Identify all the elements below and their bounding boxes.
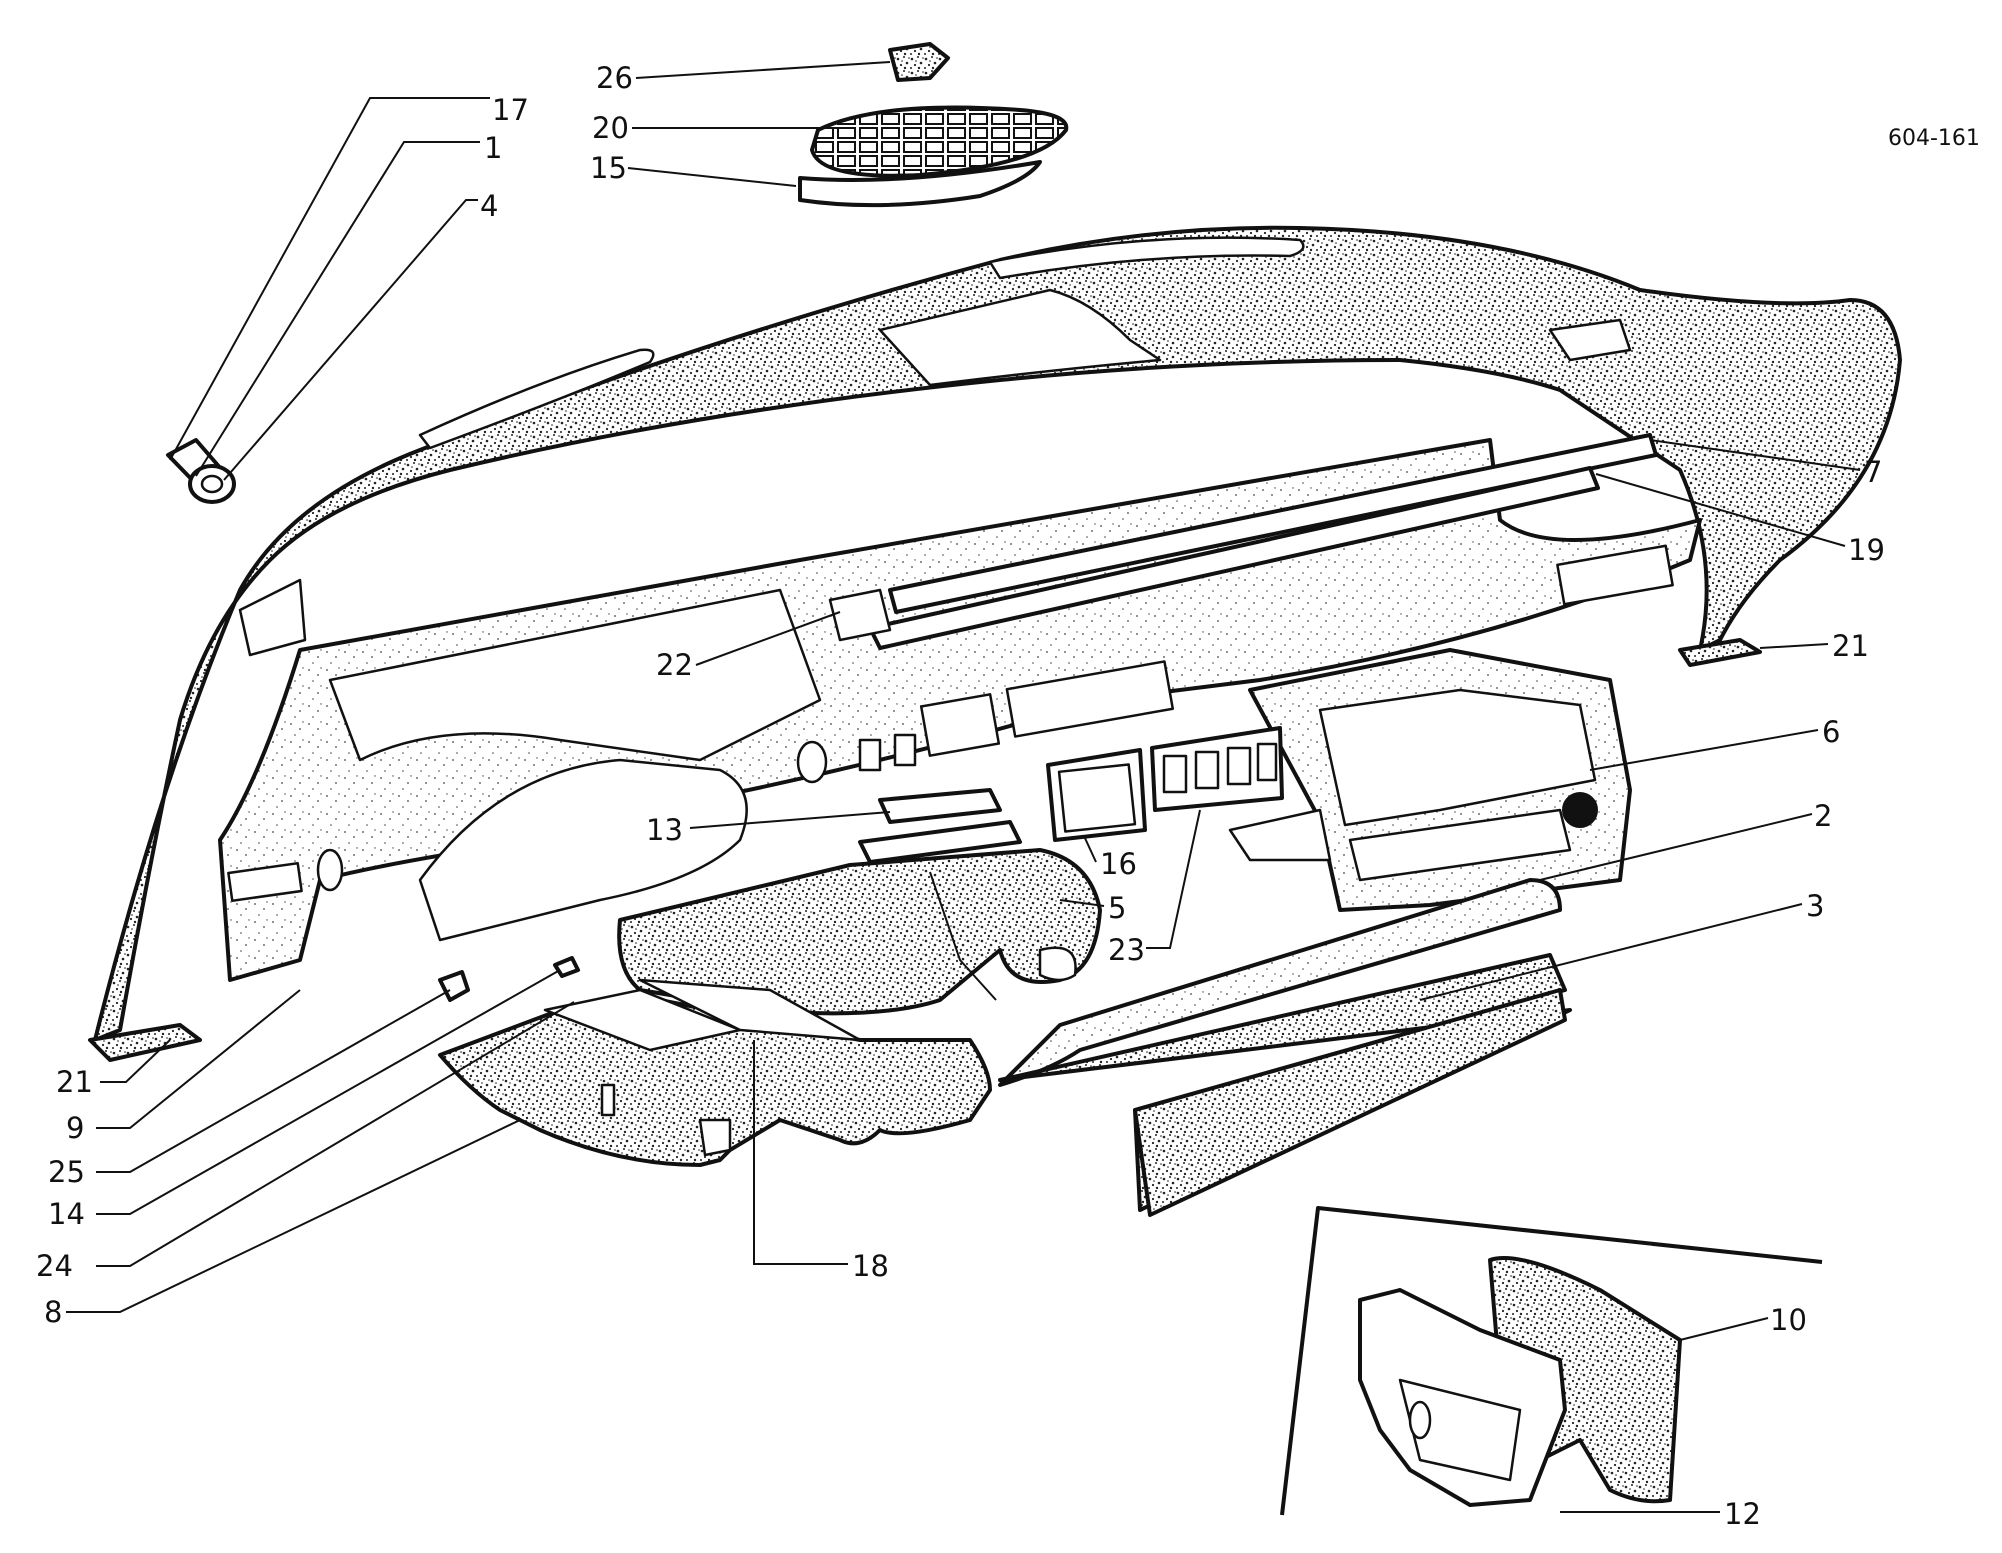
label-6: 6 bbox=[1822, 715, 1840, 749]
label-21-right: 21 bbox=[1832, 629, 1869, 663]
label-23: 23 bbox=[1108, 933, 1145, 967]
label-16: 16 bbox=[1100, 847, 1137, 881]
label-10: 10 bbox=[1770, 1303, 1807, 1337]
part-26-clip bbox=[888, 42, 950, 82]
label-17: 17 bbox=[492, 93, 529, 127]
part-4-dashboard-pad bbox=[93, 225, 1902, 1042]
drawing-code: 604-161 bbox=[1888, 126, 1980, 151]
part-12-bracket bbox=[1358, 1288, 1567, 1507]
part-9-clip bbox=[438, 970, 470, 1002]
label-1: 1 bbox=[484, 131, 502, 165]
label-3: 3 bbox=[1806, 889, 1824, 923]
label-13: 13 bbox=[646, 813, 683, 847]
part-23-switch-panel bbox=[1150, 726, 1284, 812]
inset-frame bbox=[1280, 1206, 1823, 1516]
part-5-steering-cover bbox=[617, 820, 1102, 1016]
part-17-1-plug bbox=[166, 438, 236, 504]
label-20: 20 bbox=[592, 111, 629, 145]
label-18: 18 bbox=[852, 1249, 889, 1283]
label-22: 22 bbox=[656, 648, 693, 682]
label-25: 25 bbox=[48, 1155, 85, 1189]
label-4: 4 bbox=[480, 189, 498, 223]
label-7: 7 bbox=[1864, 455, 1882, 489]
part-19-trim-strip bbox=[828, 466, 1600, 650]
part-20-grille bbox=[810, 105, 1069, 178]
label-15: 15 bbox=[590, 151, 627, 185]
label-2: 2 bbox=[1814, 799, 1832, 833]
part-6-glovebox-frame bbox=[1228, 648, 1632, 912]
callout-labels: 26 20 15 17 1 4 7 19 21 22 6 2 13 16 5 3… bbox=[36, 61, 1980, 1531]
part-22-dash-frame bbox=[218, 438, 1702, 982]
label-12: 12 bbox=[1724, 1497, 1761, 1531]
label-24: 24 bbox=[36, 1249, 73, 1283]
part-25-clip bbox=[553, 956, 580, 978]
part-15-gasket bbox=[798, 160, 1042, 208]
part-21-bracket-left bbox=[88, 1023, 202, 1062]
label-26: 26 bbox=[596, 61, 633, 95]
part-7-trim-strip bbox=[888, 433, 1658, 614]
label-5: 5 bbox=[1108, 891, 1126, 925]
part-16-bezel bbox=[1046, 748, 1147, 842]
label-8: 8 bbox=[44, 1295, 62, 1329]
leader-lines bbox=[66, 61, 1861, 1513]
label-9: 9 bbox=[66, 1111, 84, 1145]
part-3-shelf-panel bbox=[998, 953, 1572, 1217]
label-21-left: 21 bbox=[56, 1065, 93, 1099]
label-19: 19 bbox=[1848, 533, 1885, 567]
part-8-lower-tray bbox=[438, 978, 992, 1167]
label-14: 14 bbox=[48, 1197, 85, 1231]
part-13-bezel bbox=[878, 788, 1002, 824]
part-21-bracket-right bbox=[1678, 638, 1762, 667]
